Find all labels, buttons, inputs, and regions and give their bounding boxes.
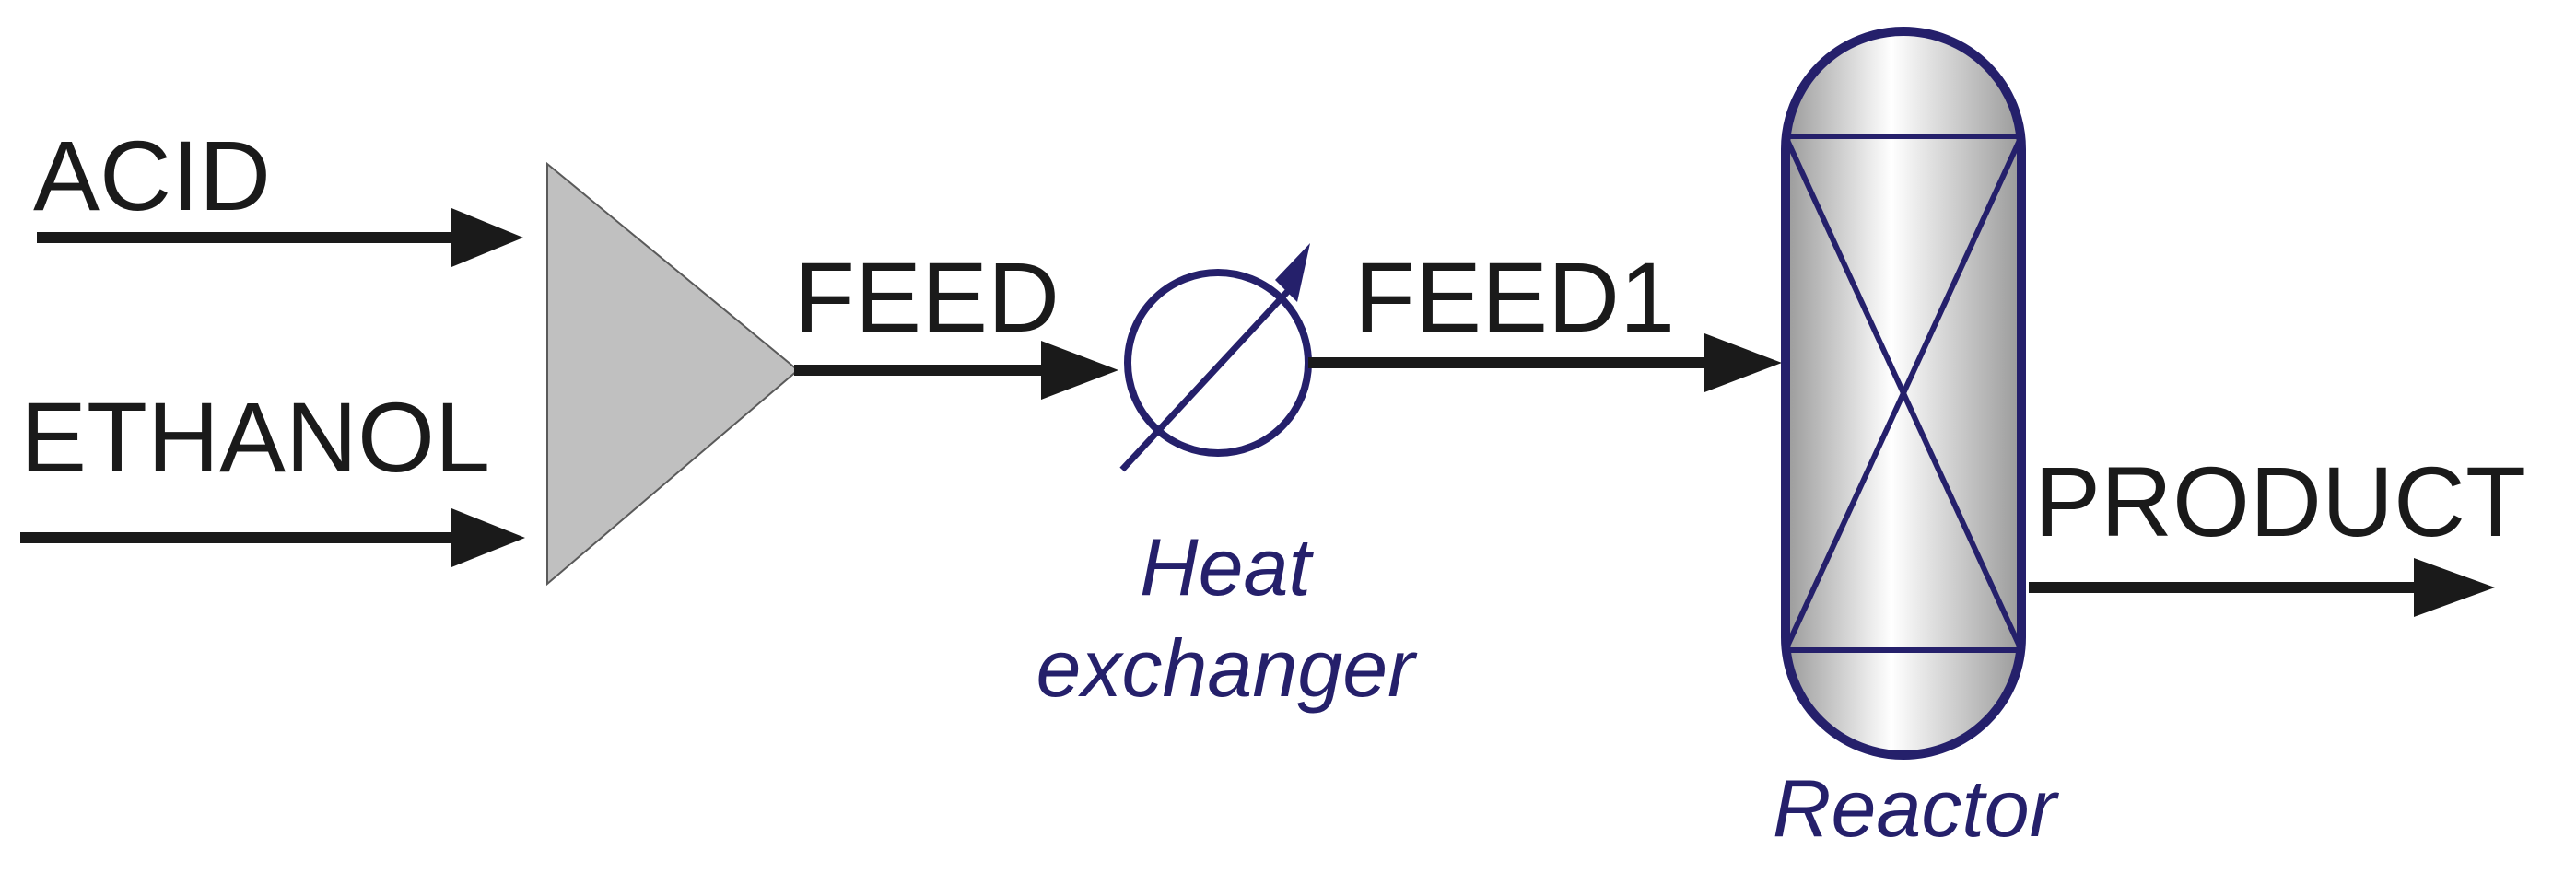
ethanol-label: ETHANOL xyxy=(20,381,490,493)
heat-exchanger-label-line1: Heat xyxy=(1140,521,1314,612)
product-stream-arrowhead xyxy=(2414,558,2495,617)
reactor-label: Reactor xyxy=(1773,762,2060,854)
ethanol-stream-arrowhead xyxy=(451,508,525,567)
feed1-label: FEED1 xyxy=(1354,241,1675,353)
mixer-triangle xyxy=(546,161,800,587)
acid-stream-arrowhead xyxy=(451,208,523,267)
product-stream xyxy=(2029,558,2495,617)
acid-label: ACID xyxy=(33,120,271,231)
product-label: PRODUCT xyxy=(2034,446,2526,557)
feed-label: FEED xyxy=(794,241,1060,353)
feed-stream-arrowhead xyxy=(1041,341,1118,400)
heat-exchanger-label-line2: exchanger xyxy=(1036,622,1419,714)
feed-stream xyxy=(794,341,1118,400)
acid-stream xyxy=(37,208,523,267)
heat-exchanger-arrow-icon xyxy=(1275,243,1310,302)
heat-exchanger-diagonal xyxy=(1119,288,1291,472)
reactor-cross-line-2 xyxy=(1783,134,2024,652)
heat-exchanger xyxy=(1119,243,1312,472)
feed1-stream-arrowhead xyxy=(1704,333,1782,392)
ethanol-stream xyxy=(20,508,525,567)
reactor xyxy=(1781,27,2026,760)
feed1-stream xyxy=(1308,333,1782,392)
